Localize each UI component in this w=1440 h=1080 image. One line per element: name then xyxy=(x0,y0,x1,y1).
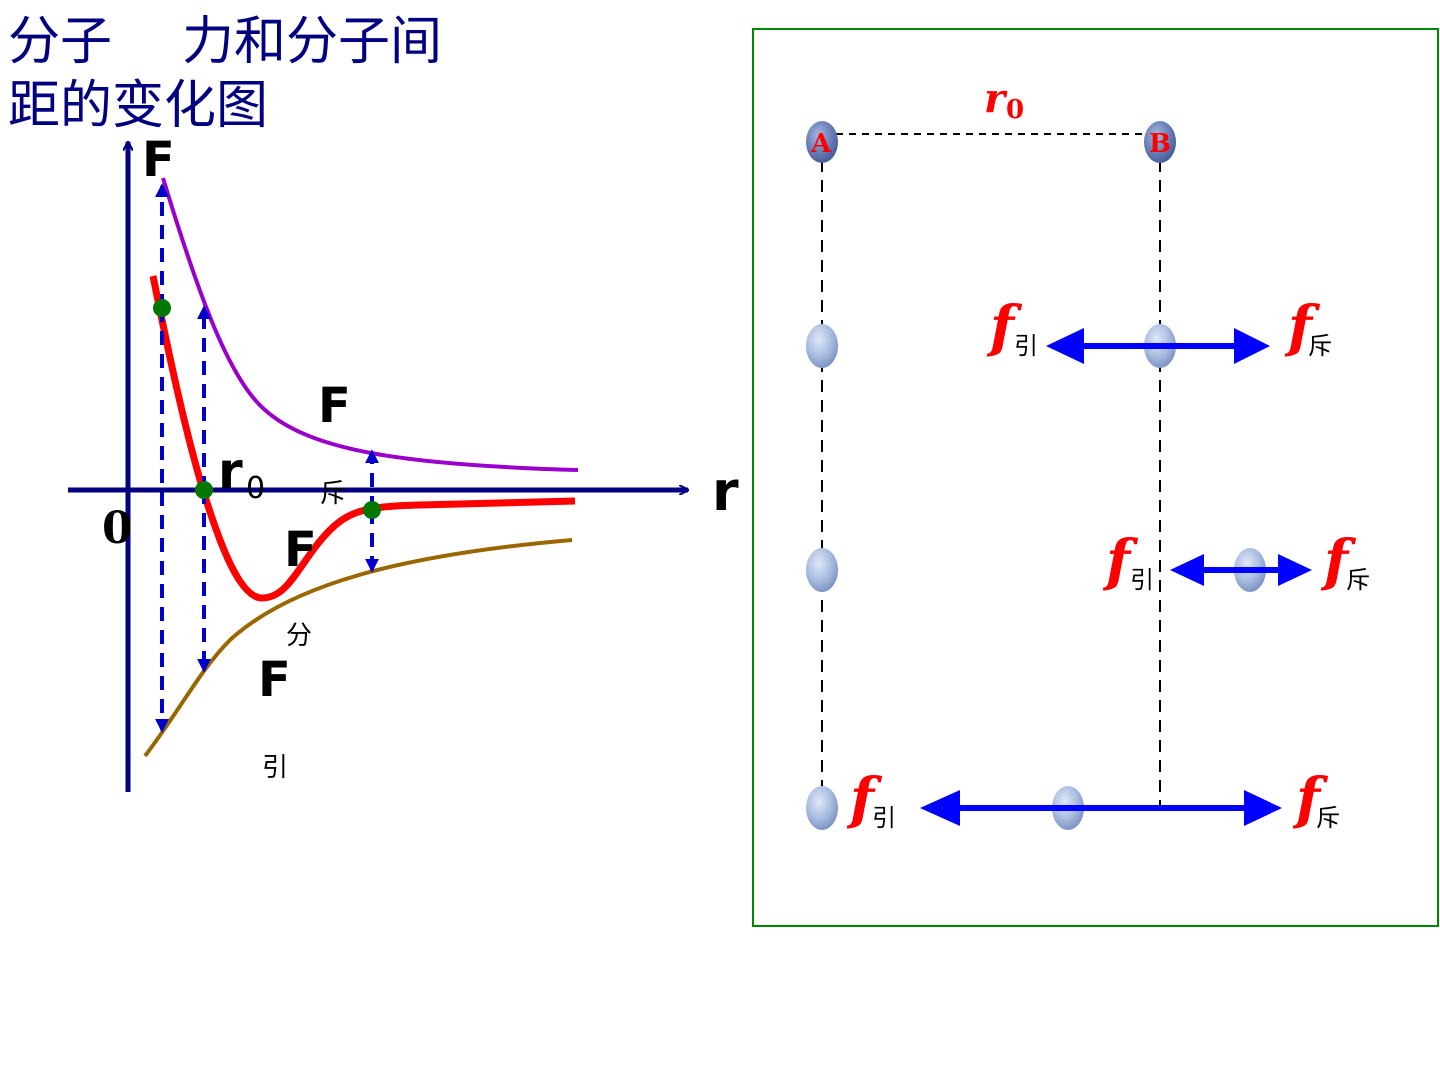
force-arrow-row1-left-head xyxy=(1046,328,1084,364)
force-arrow-row3-left-head xyxy=(920,790,960,826)
repel-force-sub-row2: 斥 xyxy=(1346,566,1370,594)
molecule-left-row1 xyxy=(806,324,838,368)
molecule-left-row3 xyxy=(806,786,838,830)
molecule-a-label: A xyxy=(810,129,832,159)
net-force-label-subscript: 分 xyxy=(286,621,312,651)
net-curve-point-1 xyxy=(153,299,171,317)
distance-label-subscript: 0 xyxy=(1006,95,1024,125)
attraction-label: F xyxy=(258,652,291,708)
attract-force-sub-row1: 引 xyxy=(1014,332,1038,360)
distance-label: r xyxy=(984,75,1008,122)
y-axis-label: F xyxy=(142,132,175,188)
r0-label: r xyxy=(218,442,243,500)
x-axis-label: r xyxy=(712,460,739,523)
force-arrow-row3-right-head xyxy=(1244,790,1282,826)
title-line1-part1: 分子 xyxy=(8,12,113,72)
molecule-a xyxy=(806,121,838,163)
repel-force-sub-row3: 斥 xyxy=(1316,804,1340,832)
net-force-label: F xyxy=(284,522,317,578)
repel-force-sub-row1: 斥 xyxy=(1308,332,1332,360)
force-arrow-row1-right-head xyxy=(1234,328,1270,364)
net-force-curve xyxy=(149,275,576,602)
molecule-panel: r 0 A B f 引 f 斥 f 引 f 斥 xyxy=(752,28,1439,927)
attraction-label-subscript: 引 xyxy=(262,753,288,783)
repulsion-label: F xyxy=(318,378,351,434)
molecule-b-label: B xyxy=(1149,129,1171,159)
r0-subscript: 0 xyxy=(246,471,265,506)
repulsion-label-subscript: 斥 xyxy=(320,479,346,509)
panel-border xyxy=(752,28,1439,927)
force-arrow-row2-left-head xyxy=(1170,554,1204,586)
origin-label: 0 xyxy=(102,503,133,554)
attract-force-sub-row2: 引 xyxy=(1130,566,1154,594)
molecule-b xyxy=(1144,121,1176,163)
force-arrow-row2-right-head xyxy=(1278,554,1312,586)
net-curve-point-3 xyxy=(363,501,381,519)
equilibrium-point xyxy=(195,481,213,499)
title-line1-part2: 力和分子间 xyxy=(182,12,443,72)
molecule-left-row2 xyxy=(806,548,838,592)
force-distance-graph: F r 0 r 0 F 斥 F 分 F 引 xyxy=(68,132,739,792)
page-title: 分子 力和分子间 距的变化图 xyxy=(8,10,442,138)
attraction-curve xyxy=(143,538,573,758)
title-line2: 距的变化图 xyxy=(8,76,269,136)
attract-force-sub-row3: 引 xyxy=(872,804,896,832)
repulsion-curve xyxy=(161,177,579,472)
